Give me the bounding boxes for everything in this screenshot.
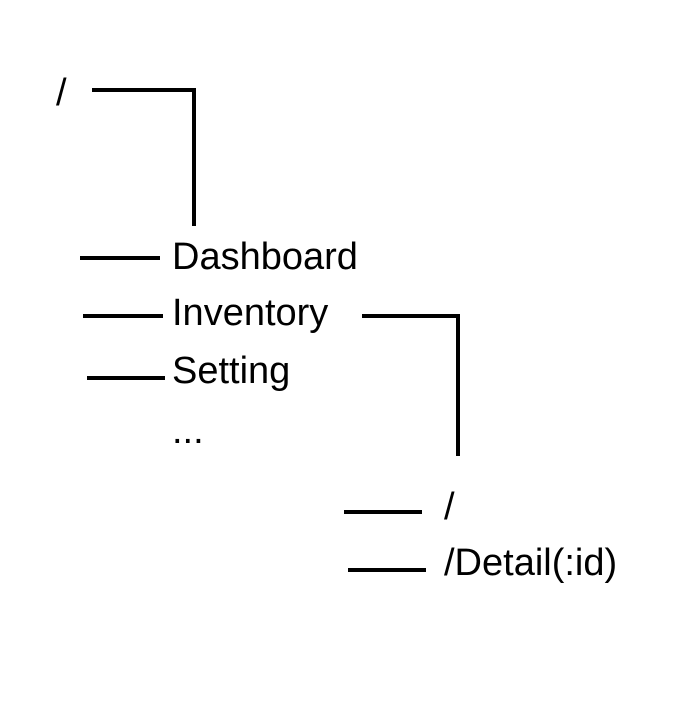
- inventory-connector-vertical: [456, 314, 460, 456]
- inventory-detail-route: /Detail(:id): [444, 542, 618, 584]
- dashboard-branch-line: [80, 256, 160, 260]
- inventory-connector-horizontal: [362, 314, 460, 318]
- root-connector-horizontal: [92, 88, 196, 92]
- route-setting: Setting: [172, 350, 291, 392]
- route-more-ellipsis: ...: [172, 410, 204, 452]
- inventory-root-route: /: [444, 486, 455, 528]
- setting-branch-line: [87, 376, 165, 380]
- route-dashboard: Dashboard: [172, 236, 358, 278]
- route-inventory: Inventory: [172, 292, 329, 334]
- inventory-root-branch-line: [344, 510, 422, 514]
- root-route-label: /: [56, 72, 67, 114]
- inventory-detail-branch-line: [348, 568, 426, 572]
- inventory-branch-line: [83, 314, 163, 318]
- root-connector-vertical: [192, 88, 196, 226]
